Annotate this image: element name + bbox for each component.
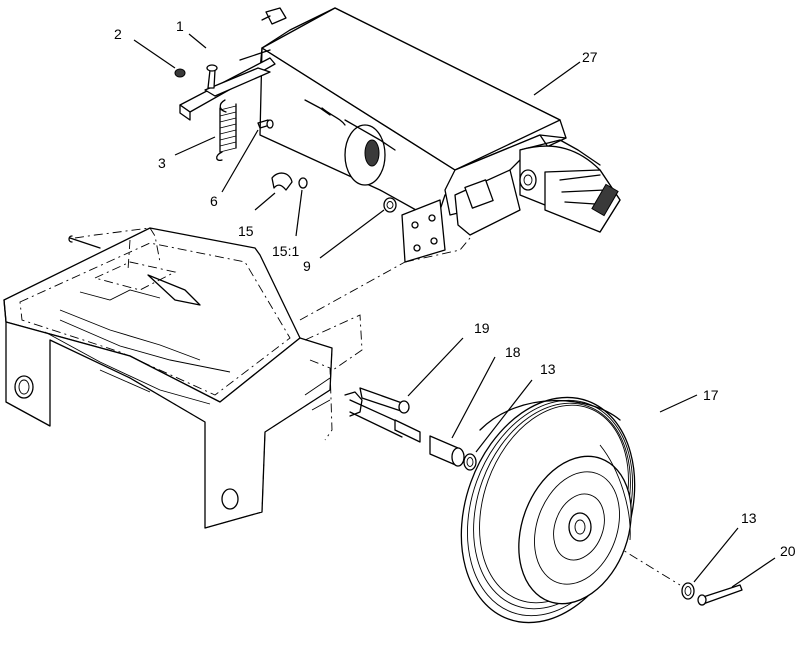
wheel-assembly bbox=[460, 396, 636, 624]
callout-2: 2 bbox=[114, 26, 122, 42]
callout-20: 20 bbox=[780, 543, 796, 559]
small-hardware bbox=[174, 68, 397, 213]
callout-19: 19 bbox=[474, 320, 490, 336]
callout-17: 17 bbox=[703, 387, 719, 403]
leader-lines bbox=[133, 33, 776, 588]
callout-15: 15 bbox=[238, 223, 254, 239]
mounting-plate bbox=[299, 199, 471, 321]
base-frame bbox=[3, 227, 363, 529]
callout-15-1: 15:1 bbox=[272, 243, 299, 259]
axle-hardware bbox=[344, 387, 681, 586]
washer-and-pin bbox=[681, 582, 743, 606]
callout-labels: 1 2 3 6 15 15:1 9 27 19 18 13 17 13 20 bbox=[114, 18, 796, 559]
callout-27: 27 bbox=[582, 49, 598, 65]
callout-3: 3 bbox=[158, 155, 166, 171]
lift-arm-bracket bbox=[179, 49, 276, 121]
gear-housing bbox=[259, 7, 621, 236]
extension-spring bbox=[216, 99, 237, 162]
callout-1: 1 bbox=[176, 18, 184, 34]
callout-9: 9 bbox=[303, 258, 311, 274]
callout-18: 18 bbox=[505, 344, 521, 360]
callout-13-upper: 13 bbox=[540, 361, 556, 377]
callout-13-lower: 13 bbox=[741, 510, 757, 526]
callout-6: 6 bbox=[210, 193, 218, 209]
